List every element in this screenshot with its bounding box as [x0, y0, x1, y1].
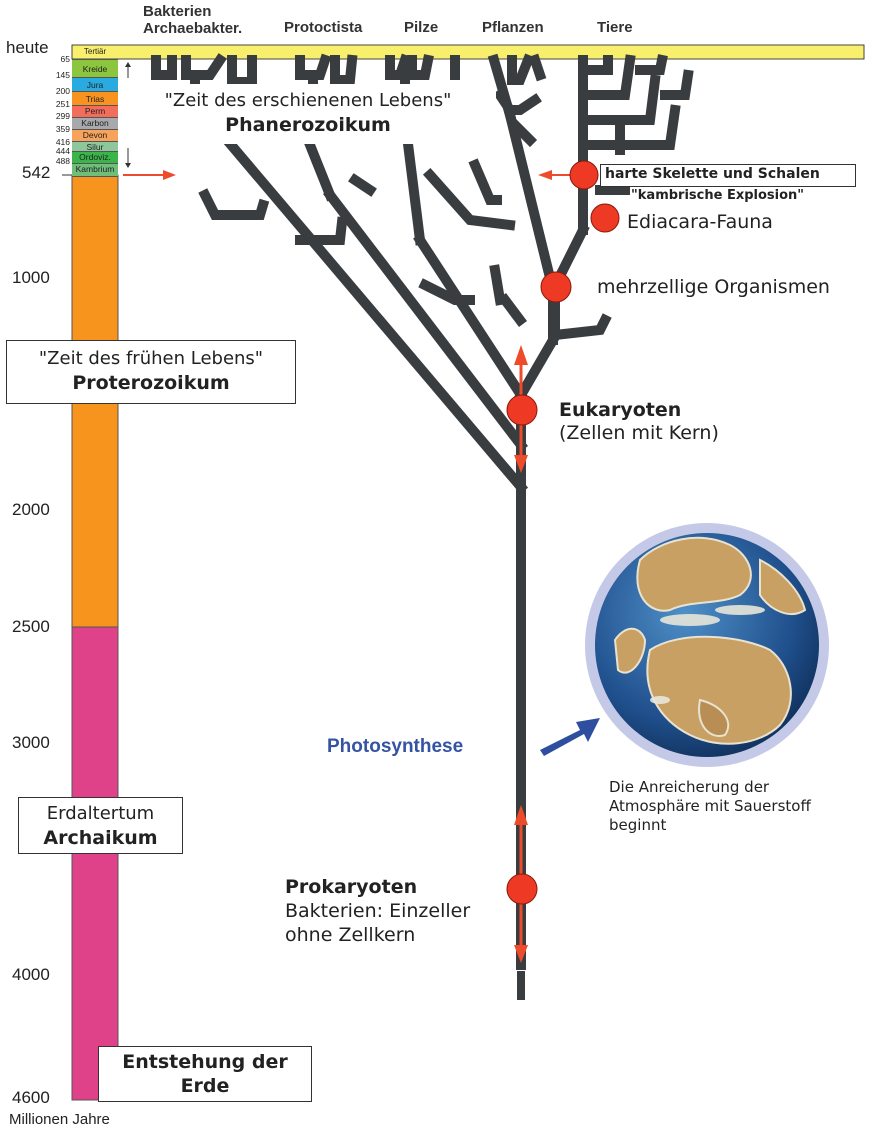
period-devon: Devon: [72, 129, 118, 142]
period-start-488: 488: [55, 156, 70, 166]
archean-bar: [71, 626, 119, 1101]
period-ordoviz: Ordoviz.: [72, 151, 118, 164]
origin-line1: Entstehung der: [122, 1051, 288, 1073]
period-start-444: 444: [55, 146, 70, 156]
ediacara-dot: [590, 203, 620, 233]
tertiary-band: [71, 44, 865, 60]
oxygen-line1: Die Anreicherung der: [609, 778, 770, 796]
skeletons-dot: [569, 160, 599, 190]
period-jura: Jura: [72, 77, 118, 92]
eukaryotes-label: Eukaryoten: [559, 399, 682, 421]
time-label-2500: 2500: [12, 617, 50, 636]
period-tertiary: Tertiär: [83, 47, 107, 56]
time-label-4600: 4600: [12, 1088, 50, 1107]
time-label-4000: 4000: [12, 965, 50, 984]
period-start-65: 65: [60, 54, 70, 64]
prokaryotes-sub2: ohne Zellkern: [285, 924, 416, 946]
kingdom-bacteria-line1: Bakterien: [143, 3, 212, 20]
period-start-145: 145: [55, 70, 70, 80]
skeletons-label-box: harte Skelette und Schalen: [600, 164, 856, 187]
oxygen-line2: Atmosphäre mit Sauerstoff: [609, 797, 811, 815]
multicellular-label: mehrzellige Organismen: [597, 276, 830, 298]
time-label-542: 542: [22, 163, 51, 182]
origin-box: Entstehung der Erde: [98, 1046, 312, 1102]
archean-name: Archaikum: [43, 827, 158, 849]
prokaryotes-label: Prokaryoten: [285, 876, 418, 898]
multicellular-dot: [540, 271, 572, 303]
kingdom-bacteria-line2: Archaebakter.: [143, 20, 243, 37]
period-kambrium: Kambrium: [72, 163, 118, 177]
period-start-251: 251: [55, 99, 70, 109]
kingdom-bacteria: Bakterien Archaebakter.: [143, 3, 242, 37]
globe-continents: [613, 536, 807, 745]
eukaryotes-sublabel: (Zellen mit Kern): [559, 422, 719, 444]
eukaryotes-dot: [506, 394, 538, 426]
time-label-2000: 2000: [12, 500, 50, 519]
phylogenetic-tree: [151, 53, 694, 1000]
period-kreide: Kreide: [72, 59, 118, 78]
phanerozoic-name: Phanerozoikum: [225, 114, 391, 136]
period-start-200: 200: [55, 86, 70, 96]
skeletons-label: harte Skelette und Schalen: [605, 166, 820, 182]
oxygen-line3: beginnt: [609, 816, 667, 834]
prokaryotes-sub1: Bakterien: Einzeller: [285, 900, 471, 922]
cambrian-label: "kambrische Explosion": [631, 188, 805, 203]
proterozoic-box: "Zeit des frühen Lebens" Proterozoikum: [6, 340, 296, 404]
time-label-1000: 1000: [12, 268, 50, 287]
archean-box: Erdaltertum Archaikum: [18, 797, 183, 854]
time-label-today: heute: [6, 38, 49, 57]
period-perm: Perm: [72, 105, 118, 118]
origin-line2: Erde: [180, 1075, 230, 1097]
kingdom-animals: Tiere: [597, 19, 633, 36]
kingdom-plants: Pflanzen: [482, 19, 544, 36]
period-start-416: 416: [55, 137, 70, 147]
kingdom-fungi: Pilze: [404, 19, 439, 36]
blue-arrow: [540, 718, 600, 756]
archean-line1: Erdaltertum: [46, 803, 155, 824]
time-unit-label: Millionen Jahre: [9, 1111, 110, 1128]
period-karbon: Karbon: [72, 117, 118, 130]
photosynthesis-label: Photosynthese: [327, 736, 464, 757]
proterozoic-quote: "Zeit des frühen Lebens": [38, 348, 264, 369]
period-start-299: 299: [55, 111, 70, 121]
phanerozoic-box: "Zeit des erschienenen Lebens" Phanerozo…: [120, 84, 496, 144]
period-start-359: 359: [55, 124, 70, 134]
proterozoic-name: Proterozoikum: [72, 372, 230, 394]
prokaryotes-dot: [506, 873, 538, 905]
period-silur: Silur: [72, 141, 118, 152]
phanerozoic-quote: "Zeit des erschienenen Lebens": [164, 90, 452, 111]
period-trias: Trias: [72, 91, 118, 106]
ediacara-label: Ediacara-Fauna: [627, 211, 773, 233]
time-label-3000: 3000: [12, 733, 50, 752]
kingdom-protoctista: Protoctista: [284, 19, 363, 36]
